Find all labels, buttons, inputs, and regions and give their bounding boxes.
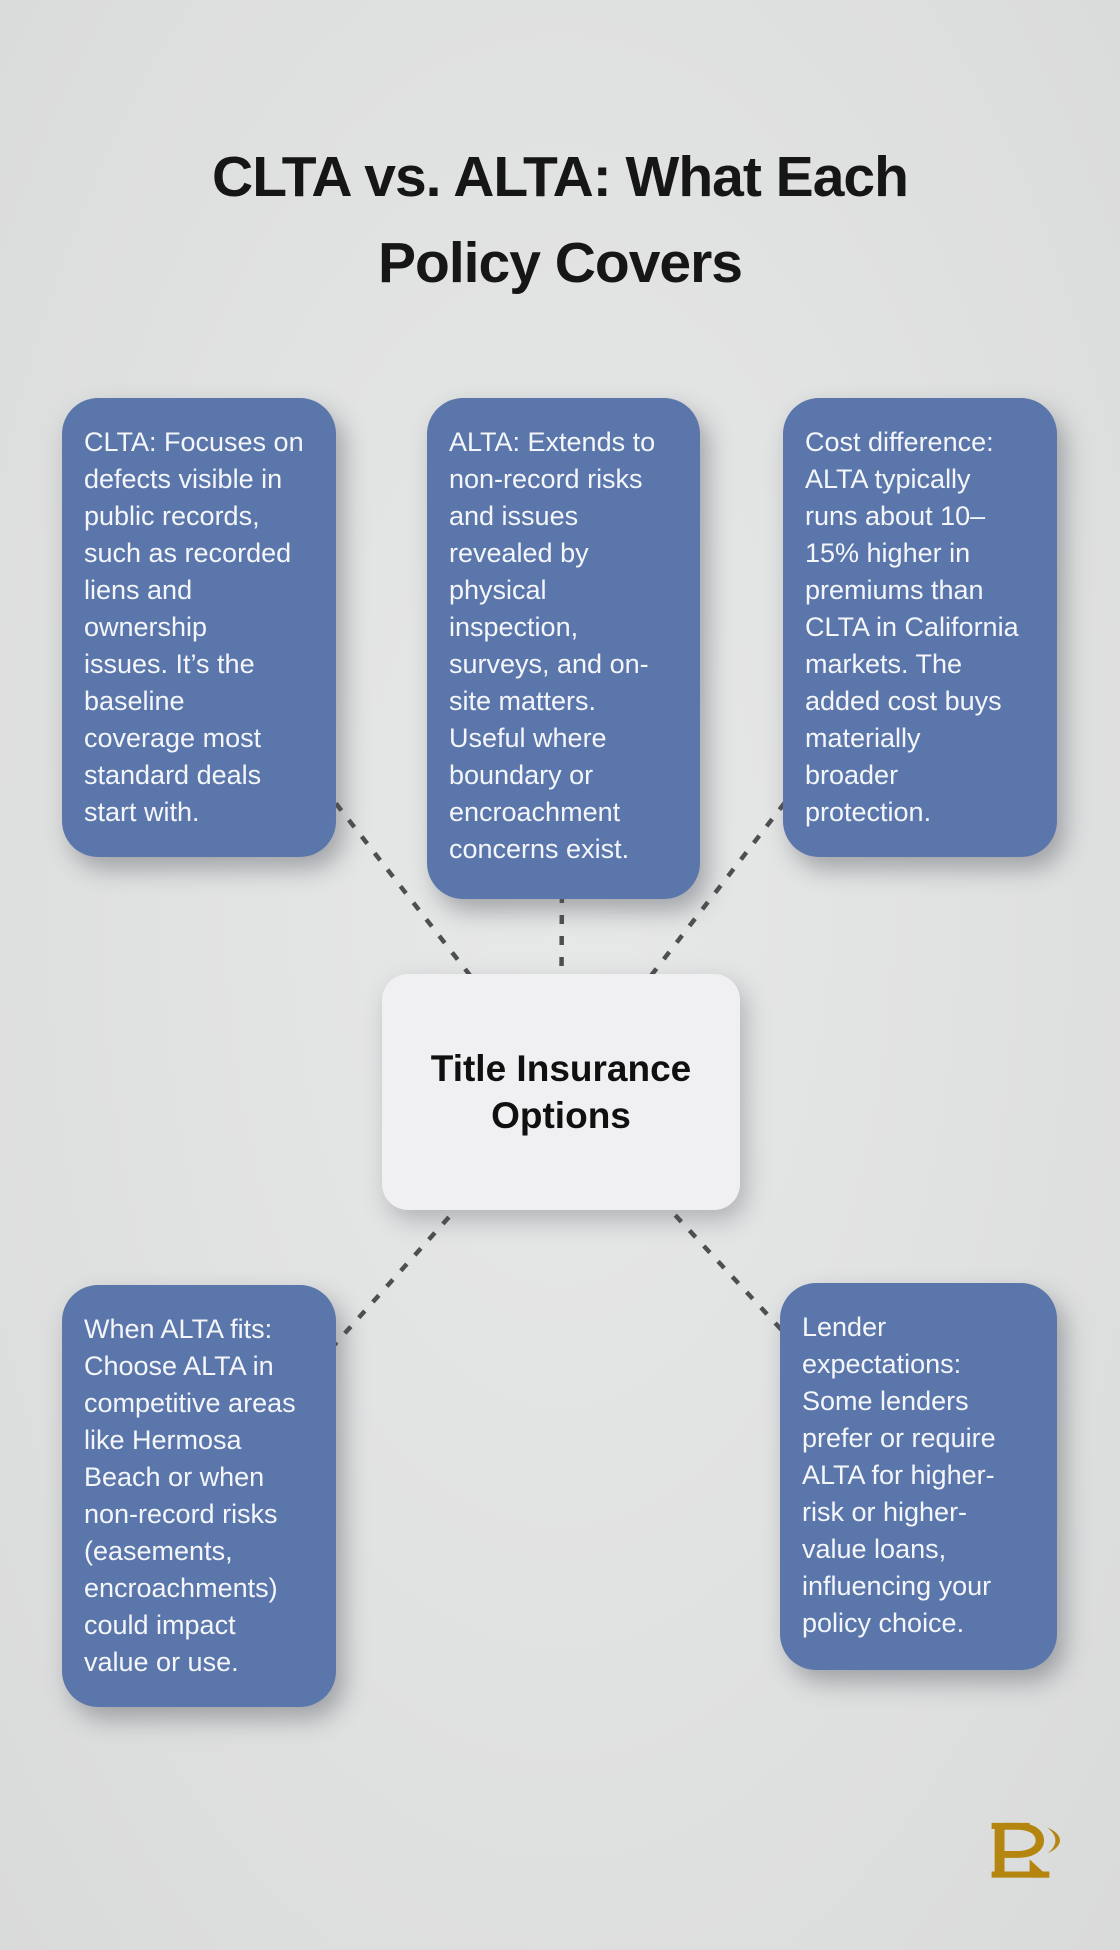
logo-crescent	[1047, 1827, 1060, 1854]
logo-stem	[994, 1827, 1005, 1875]
logo-foot-bar	[991, 1871, 1050, 1878]
node-alta-coverage: ALTA: Extends to non-record risks and is…	[427, 398, 700, 899]
page-title: CLTA vs. ALTA: What Each Policy Covers	[212, 145, 909, 296]
logo-p-bowl	[1004, 1822, 1045, 1858]
node-cost-difference: Cost difference: ALTA typically runs abo…	[783, 398, 1057, 857]
lp-monogram-logo	[991, 1822, 1060, 1878]
node-lender-expectations: Lender expectations: Some lenders prefer…	[780, 1283, 1057, 1670]
node-clta-coverage: CLTA: Focuses on defects visible in publ…	[62, 398, 336, 857]
center-node-title-insurance-options: Title Insurance Options	[382, 974, 740, 1210]
node-when-alta-fits: When ALTA fits: Choose ALTA in competiti…	[62, 1285, 336, 1707]
